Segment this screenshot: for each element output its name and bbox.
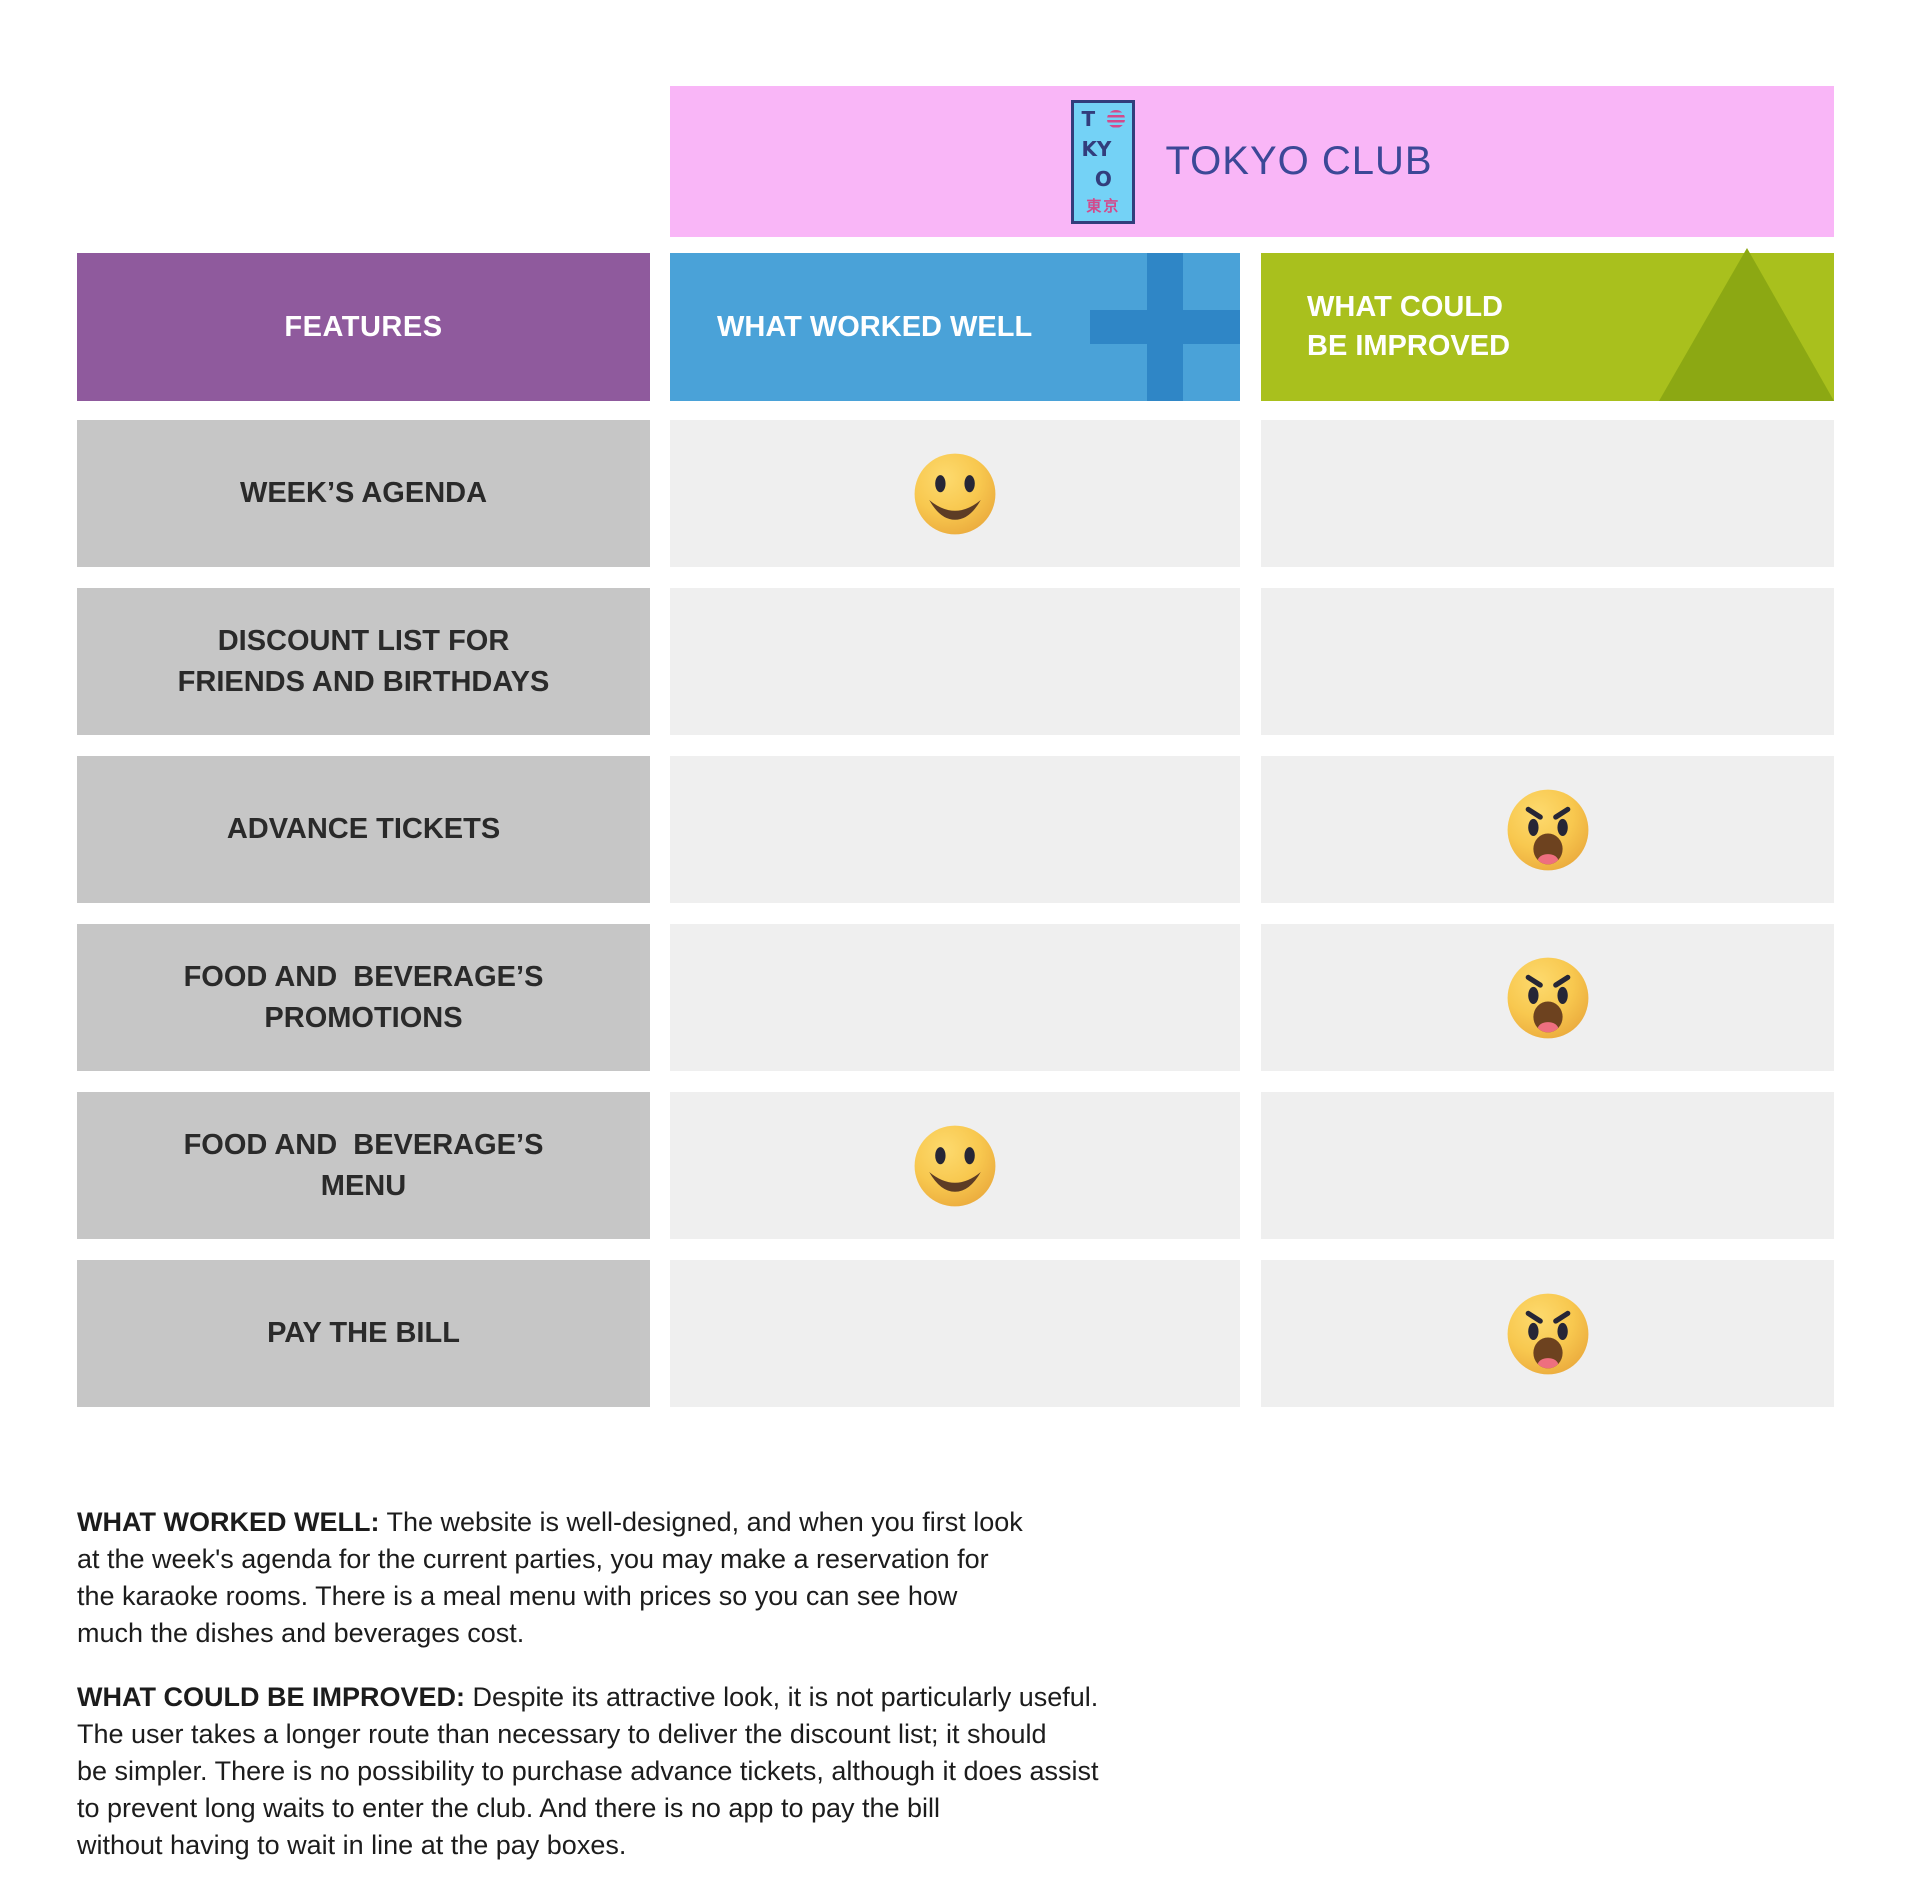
worked-cell-row-2: [670, 588, 1240, 735]
logo-striped-dot-icon: [1107, 109, 1126, 128]
improved-header-label: WHAT COULD BE IMPROVED: [1307, 290, 1511, 362]
features-header-label: FEATURES: [284, 310, 443, 343]
row-label-pay-the-bill: PAY THE BILL: [77, 1260, 650, 1407]
smiley-face-icon: [914, 453, 996, 534]
angry-face-icon: [1507, 789, 1588, 870]
row-label-weeks-agenda: WEEK’S AGENDA: [77, 420, 650, 567]
angry-face-icon: [1507, 957, 1588, 1038]
features-header: FEATURES: [77, 253, 650, 401]
worked-cell-row-3: [670, 756, 1240, 903]
note-worked-well: WHAT WORKED WELL: The website is well-de…: [77, 1504, 1347, 1652]
logo-kanji: 東京: [1086, 198, 1121, 216]
logo-letter-o: O: [1094, 167, 1112, 192]
worked-cell-row-4: [670, 924, 1240, 1071]
improved-cell-row-1: [1261, 420, 1834, 567]
smiley-face-icon: [914, 1125, 996, 1206]
improved-cell-row-2: [1261, 588, 1834, 735]
logo-letters-ky: KY: [1081, 136, 1112, 161]
note-could-be-improved-lead: WHAT COULD BE IMPROVED:: [77, 1682, 465, 1712]
logo-row-2: KY: [1081, 139, 1125, 159]
improved-cell-row-5: [1261, 1092, 1834, 1239]
improved-cell-row-4: [1261, 924, 1834, 1071]
banner-title: TOKYO CLUB: [1165, 139, 1433, 183]
banner: T KY O 東京 TOKYO CLUB: [670, 86, 1834, 237]
note-could-be-improved-text: Despite its attractive look, it is not p…: [77, 1682, 1099, 1860]
note-worked-well-text: The website is well-designed, and when y…: [77, 1507, 1023, 1648]
improved-header: WHAT COULD BE IMPROVED: [1261, 248, 1834, 401]
note-could-be-improved: WHAT COULD BE IMPROVED: Despite its attr…: [77, 1679, 1347, 1864]
logo-letter-t: T: [1081, 106, 1096, 131]
tokyo-logo: T KY O 東京: [1071, 99, 1136, 224]
worked-cell-row-1: [670, 420, 1240, 567]
logo-row-3: O: [1081, 169, 1125, 189]
note-worked-well-lead: WHAT WORKED WELL:: [77, 1507, 380, 1537]
plus-icon: [1090, 310, 1240, 344]
improved-cell-row-6: [1261, 1260, 1834, 1407]
row-label-advance-tickets: ADVANCE TICKETS: [77, 756, 650, 903]
row-label-discount-list: DISCOUNT LIST FOR FRIENDS AND BIRTHDAYS: [77, 588, 650, 735]
triangle-icon: [1659, 248, 1834, 401]
logo-row-1: T: [1081, 106, 1126, 131]
worked-cell-row-6: [670, 1260, 1240, 1407]
worked-header-label: WHAT WORKED WELL: [717, 310, 1033, 343]
row-label-fb-menu: FOOD AND BEVERAGE’S MENU: [77, 1092, 650, 1239]
row-label-fb-promotions: FOOD AND BEVERAGE’S PROMOTIONS: [77, 924, 650, 1071]
worked-cell-row-5: [670, 1092, 1240, 1239]
improved-cell-row-3: [1261, 756, 1834, 903]
worked-header: WHAT WORKED WELL: [670, 253, 1240, 401]
angry-face-icon: [1507, 1293, 1588, 1374]
